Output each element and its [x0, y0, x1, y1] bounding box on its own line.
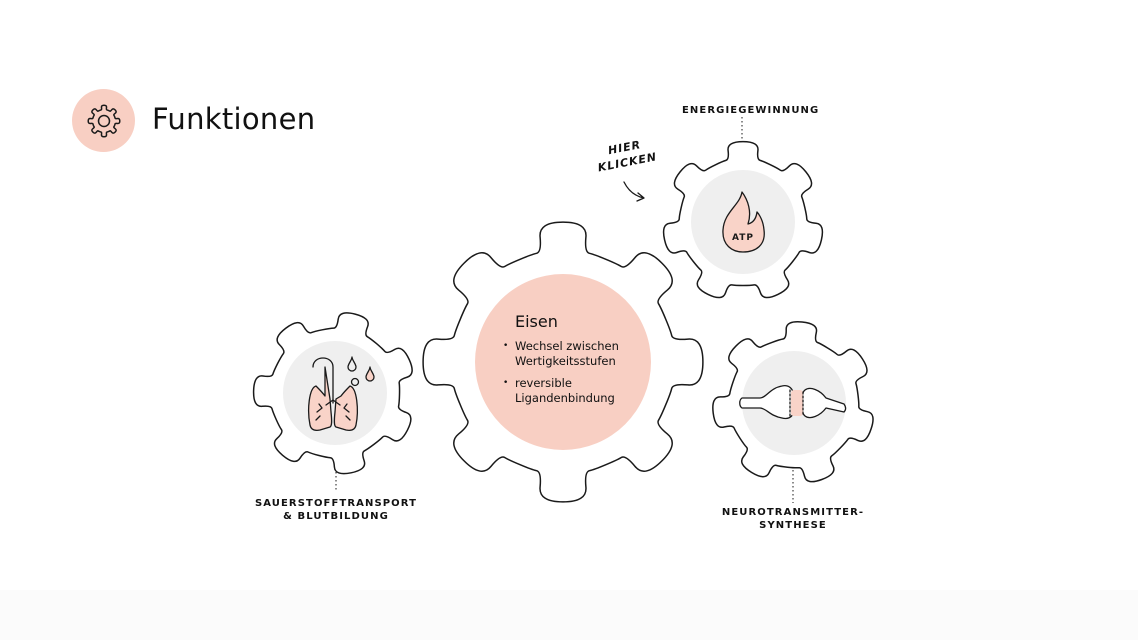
iron-title: Eisen [515, 312, 558, 331]
atp-badge: ATP [732, 233, 754, 243]
synapse-icon [739, 384, 847, 420]
lungs-icon [308, 356, 375, 431]
oxygen-label: SAUERSTOFFTRANSPORT & BLUTBILDUNG [248, 497, 424, 523]
iron-bullet-2: reversible Ligandenbindung [503, 376, 643, 406]
neuro-label-line1: NEUROTRANSMITTER- [721, 507, 865, 518]
oxygen-label-line1: SAUERSTOFFTRANSPORT [254, 498, 418, 509]
oxygen-gear[interactable] [252, 312, 413, 475]
flame-icon: ATP [722, 191, 765, 253]
neuro-label-line2: SYNTHESE [759, 520, 827, 531]
iron-bullet-1: Wechsel zwischen Wertigkeitsstufen [503, 339, 643, 369]
oxygen-label-line2: & BLUTBILDUNG [283, 511, 389, 522]
iron-info: Eisen Wechsel zwischen Wertigkeitsstufen… [503, 312, 643, 413]
page-title: Funktionen [152, 102, 316, 136]
neuro-label: NEUROTRANSMITTER- SYNTHESE [718, 506, 868, 532]
neuro-gear[interactable] [712, 321, 874, 483]
energy-label: ENERGIEGEWINNUNG [682, 105, 820, 116]
footer-band [0, 590, 1138, 640]
gear-icon [86, 103, 121, 138]
header-gear-badge [72, 89, 135, 152]
iron-bullets: Wechsel zwischen Wertigkeitsstufen rever… [503, 339, 643, 406]
curved-arrow-icon [623, 181, 645, 202]
energy-gear[interactable]: ATP [662, 140, 824, 299]
oxygen-icon-circle [283, 341, 387, 445]
